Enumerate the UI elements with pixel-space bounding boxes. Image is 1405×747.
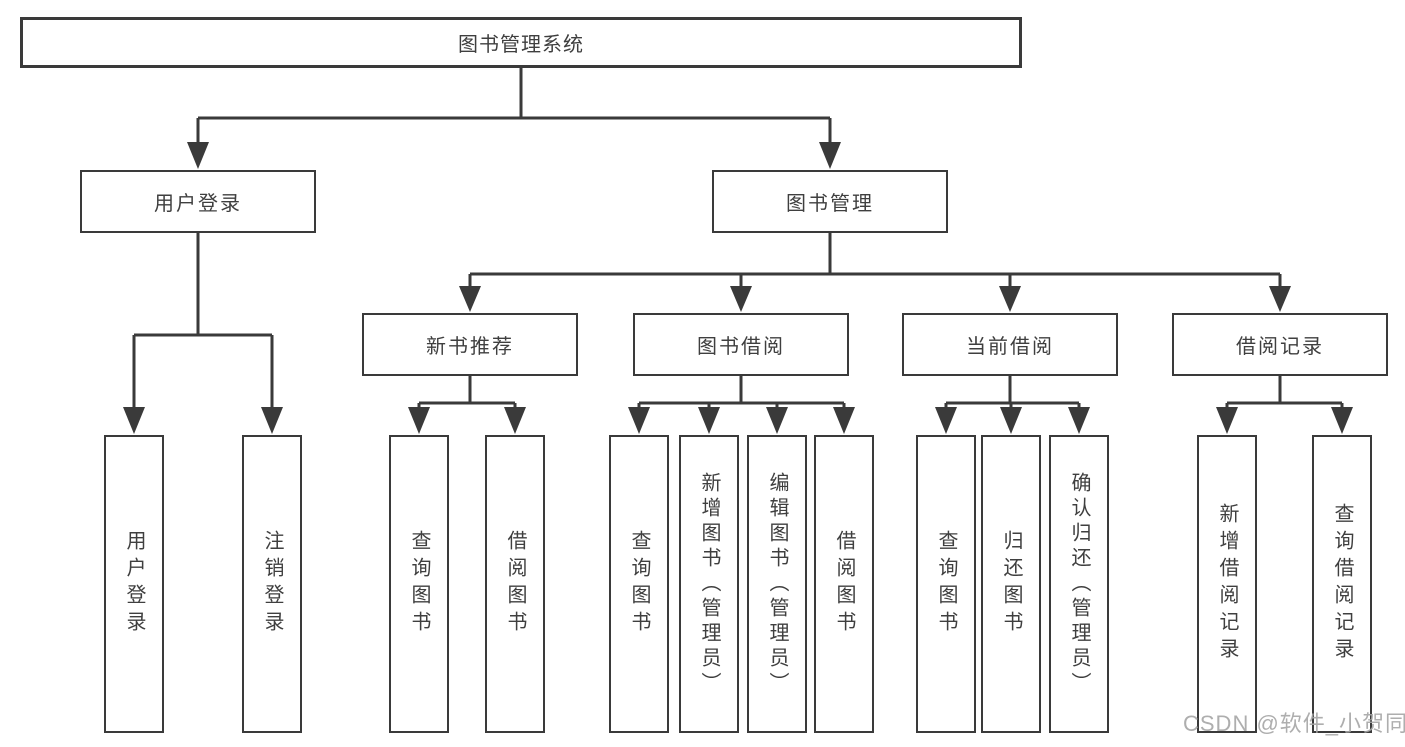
- leaf-query-borrow-record: 查询借阅记录: [1312, 435, 1372, 733]
- leaf-label: 查询借阅记录: [1331, 503, 1353, 665]
- leaf-label: 注销登录: [261, 530, 283, 638]
- node-new-book-recommend: 新书推荐: [362, 313, 578, 376]
- leaf-query-books-borrow: 查询图书: [609, 435, 669, 733]
- leaf-borrow-books-recommend: 借阅图书: [485, 435, 545, 733]
- leaf-add-books-admin: 新增图书（管理员）: [679, 435, 739, 733]
- leaf-query-books-current: 查询图书: [916, 435, 976, 733]
- leaf-return-books: 归还图书: [981, 435, 1041, 733]
- node-label: 图书借阅: [697, 336, 785, 358]
- node-book-management: 图书管理: [712, 170, 948, 233]
- node-label: 当前借阅: [966, 336, 1054, 358]
- node-user-login: 用户登录: [80, 170, 316, 233]
- csdn-watermark: CSDN @软件_小贺同学: [1183, 711, 1405, 736]
- node-label: 用户登录: [154, 193, 242, 215]
- leaf-add-borrow-record: 新增借阅记录: [1197, 435, 1257, 733]
- leaf-label: 确认归还（管理员）: [1068, 471, 1090, 697]
- leaf-confirm-return-admin: 确认归还（管理员）: [1049, 435, 1109, 733]
- node-library-management-system: 图书管理系统: [20, 17, 1022, 68]
- leaf-label: 查询图书: [408, 530, 430, 638]
- leaf-label: 新增借阅记录: [1216, 503, 1238, 665]
- node-label: 图书管理: [786, 193, 874, 215]
- leaf-label: 借阅图书: [833, 530, 855, 638]
- leaf-label: 借阅图书: [504, 530, 526, 638]
- leaf-query-books-recommend: 查询图书: [389, 435, 449, 733]
- leaf-label: 查询图书: [628, 530, 650, 638]
- leaf-label: 归还图书: [1000, 530, 1022, 638]
- leaf-edit-books-admin: 编辑图书（管理员）: [747, 435, 807, 733]
- leaf-label: 查询图书: [935, 530, 957, 638]
- leaf-label: 编辑图书（管理员）: [766, 471, 788, 697]
- node-label: 图书管理系统: [458, 34, 584, 56]
- leaf-label: 新增图书（管理员）: [698, 471, 720, 697]
- node-borrow-records: 借阅记录: [1172, 313, 1388, 376]
- node-current-borrow: 当前借阅: [902, 313, 1118, 376]
- leaf-logout-login: 注销登录: [242, 435, 302, 733]
- leaf-label: 用户登录: [123, 530, 145, 638]
- leaf-borrow-books: 借阅图书: [814, 435, 874, 733]
- node-label: 借阅记录: [1236, 336, 1324, 358]
- node-book-borrow: 图书借阅: [633, 313, 849, 376]
- leaf-user-login: 用户登录: [104, 435, 164, 733]
- node-label: 新书推荐: [426, 336, 514, 358]
